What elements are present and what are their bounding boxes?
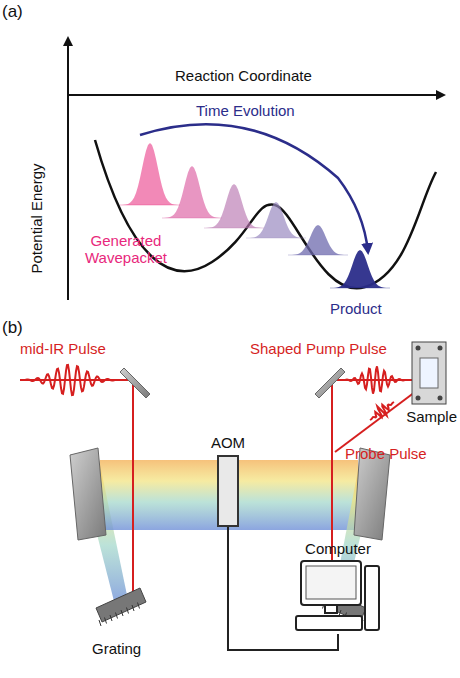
annotation: Time Evolution	[196, 102, 295, 119]
annotation: Product	[330, 300, 382, 317]
beam-label: Probe Pulse	[345, 445, 427, 462]
computer-icon	[295, 560, 381, 634]
sample-label: Sample	[406, 408, 457, 425]
panel-label: (b)	[2, 318, 23, 338]
component-label: Grating	[92, 640, 141, 657]
annotation: Generated Wavepacket	[76, 232, 176, 266]
beam-label: mid-IR Pulse	[20, 340, 106, 357]
aom-device: AOM	[211, 434, 245, 527]
node-label: AOM	[211, 434, 245, 451]
beam-label: Shaped Pump Pulse	[250, 340, 387, 357]
computer: Computer	[295, 540, 381, 634]
axis-label: Potential Energy	[28, 163, 45, 273]
panel-label: (a)	[2, 2, 23, 22]
aom-crystal	[217, 455, 239, 527]
axis-label: Reaction Coordinate	[175, 67, 312, 84]
node-label: Computer	[295, 540, 381, 557]
